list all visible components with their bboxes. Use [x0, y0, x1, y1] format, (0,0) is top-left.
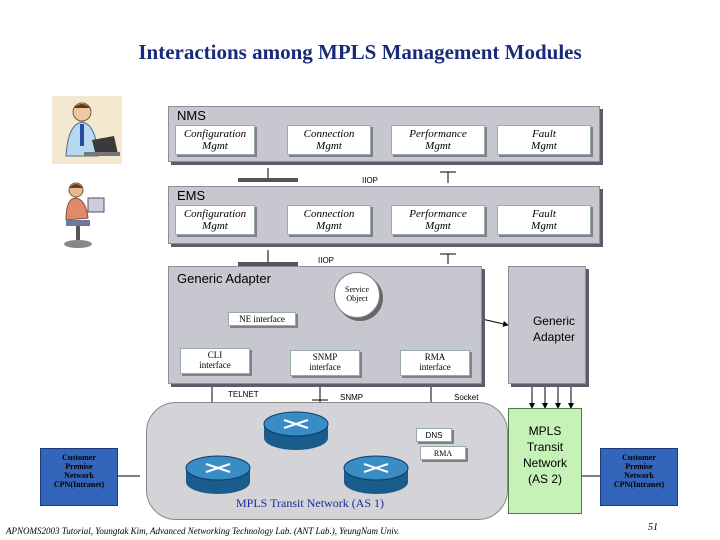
module-line: Fault	[532, 128, 556, 140]
socket-label: Socket	[454, 393, 479, 402]
cpn-line: Customer	[62, 453, 96, 462]
cpn-line: Premise	[625, 462, 653, 471]
generic-adapter-right-panel: Generic Adapter	[508, 266, 586, 384]
nms-fault-mgmt[interactable]: Fault Mgmt	[497, 125, 591, 155]
module-line: Configuration	[183, 128, 247, 140]
router-icon	[263, 411, 329, 450]
module-line: Mgmt	[531, 220, 557, 232]
generic-adapter-right-label: Generic Adapter	[509, 313, 575, 345]
footer-credit: APNOMS2003 Tutorial, Youngtak Kim, Advan…	[6, 526, 400, 536]
router-icon	[185, 455, 251, 494]
interface-line: SNMP	[312, 352, 338, 362]
rma-box[interactable]: RMA	[420, 446, 466, 460]
iiop-label-bottom: IIOP	[318, 256, 335, 265]
cpn-left: Customer Premise Network CPN(Intranet)	[40, 448, 118, 506]
module-line: Mgmt	[202, 140, 228, 152]
label-line: Generic	[532, 314, 575, 328]
label-line: Adapter	[532, 330, 575, 344]
iiop-label-top: IIOP	[362, 176, 379, 185]
service-object-line: Object	[346, 294, 368, 303]
module-line: Mgmt	[425, 140, 451, 152]
module-line: Mgmt	[316, 140, 342, 152]
cpn-line: Premise	[65, 462, 93, 471]
cpn-line: Network	[624, 471, 654, 480]
as2-line: Transit	[526, 440, 564, 454]
module-line: Configuration	[183, 208, 247, 220]
module-line: Mgmt	[202, 220, 228, 232]
cpn-line: Network	[64, 471, 94, 480]
as2-line: MPLS	[528, 424, 562, 438]
interface-line: CLI	[207, 350, 223, 360]
cpn-right: Customer Premise Network CPN(Intranet)	[600, 448, 678, 506]
nms-label: NMS	[177, 108, 206, 123]
module-line: Connection	[303, 208, 355, 220]
cli-interface[interactable]: CLI interface	[180, 348, 250, 374]
operator-at-workstation-icon	[64, 182, 105, 248]
ems-connection-mgmt[interactable]: Connection Mgmt	[287, 205, 371, 235]
nms-configuration-mgmt[interactable]: Configuration Mgmt	[175, 125, 255, 155]
ems-bus-connector	[238, 262, 298, 266]
snmp-interface[interactable]: SNMP interface	[290, 350, 360, 376]
cpn-line: CPN(Intranet)	[53, 480, 105, 489]
nms-bus-connector	[238, 178, 298, 182]
page-title: Interactions among MPLS Management Modul…	[138, 40, 582, 64]
mpls-as1-label: MPLS Transit Network (AS 1)	[236, 496, 385, 510]
as2-line: Network	[522, 456, 567, 470]
module-line: Fault	[532, 208, 556, 220]
module-line: Mgmt	[316, 220, 342, 232]
generic-adapter-label: Generic Adapter	[177, 271, 271, 286]
page-number: 51	[648, 522, 658, 533]
as2-line: (AS 2)	[527, 472, 562, 486]
dns-box[interactable]: DNS	[416, 428, 452, 442]
nms-performance-mgmt[interactable]: Performance Mgmt	[391, 125, 485, 155]
module-line: Connection	[303, 128, 355, 140]
ems-fault-mgmt[interactable]: Fault Mgmt	[497, 205, 591, 235]
ems-performance-mgmt[interactable]: Performance Mgmt	[391, 205, 485, 235]
service-object-line: Service	[345, 285, 369, 294]
interface-line: interface	[309, 362, 341, 372]
interface-line: interface	[199, 360, 231, 370]
module-line: Mgmt	[425, 220, 451, 232]
module-line: Performance	[409, 208, 467, 220]
interface-line: interface	[419, 362, 451, 372]
module-line: Mgmt	[531, 140, 557, 152]
ne-interface[interactable]: NE interface	[228, 312, 296, 326]
module-line: Performance	[409, 128, 467, 140]
service-object[interactable]: Service Object	[334, 272, 380, 318]
snmp-label: SNMP	[340, 393, 364, 402]
nms-connection-mgmt[interactable]: Connection Mgmt	[287, 125, 371, 155]
nms-panel: NMS Configuration Mgmt Connection Mgmt P…	[168, 106, 600, 162]
rma-interface[interactable]: RMA interface	[400, 350, 470, 376]
ems-panel: EMS Configuration Mgmt Connection Mgmt P…	[168, 186, 600, 244]
cpn-line: CPN(Intranet)	[613, 480, 665, 489]
mpls-transit-network-as2: MPLS Transit Network (AS 2)	[508, 408, 582, 514]
interface-line: RMA	[424, 352, 446, 362]
ems-configuration-mgmt[interactable]: Configuration Mgmt	[175, 205, 255, 235]
router-icon	[343, 455, 409, 494]
cpn-line: Customer	[622, 453, 656, 462]
telnet-label: TELNET	[228, 390, 259, 399]
operator-at-laptop-icon	[52, 96, 122, 164]
ems-label: EMS	[177, 188, 206, 203]
